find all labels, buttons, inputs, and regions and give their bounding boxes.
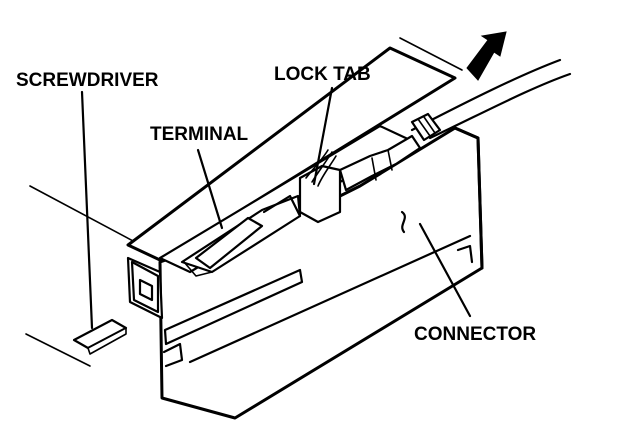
terminal-part [180,194,302,277]
connector-leader [418,222,472,318]
terminal-leader [196,148,224,230]
screwdriver-leader [80,90,94,330]
connector-body [126,46,484,420]
pull-direction-arrow-icon [466,31,507,81]
background-panel [25,37,463,367]
leader-lines [80,86,472,330]
screwdriver-label: SCREWDRIVER [16,70,159,91]
wire [410,58,572,142]
lock-tab-leader [312,86,334,186]
connector-label: CONNECTOR [414,324,536,345]
terminal-label: TERMINAL [150,124,249,145]
screwdriver-tool [72,318,128,355]
lock-tab-label: LOCK TAB [274,64,371,85]
